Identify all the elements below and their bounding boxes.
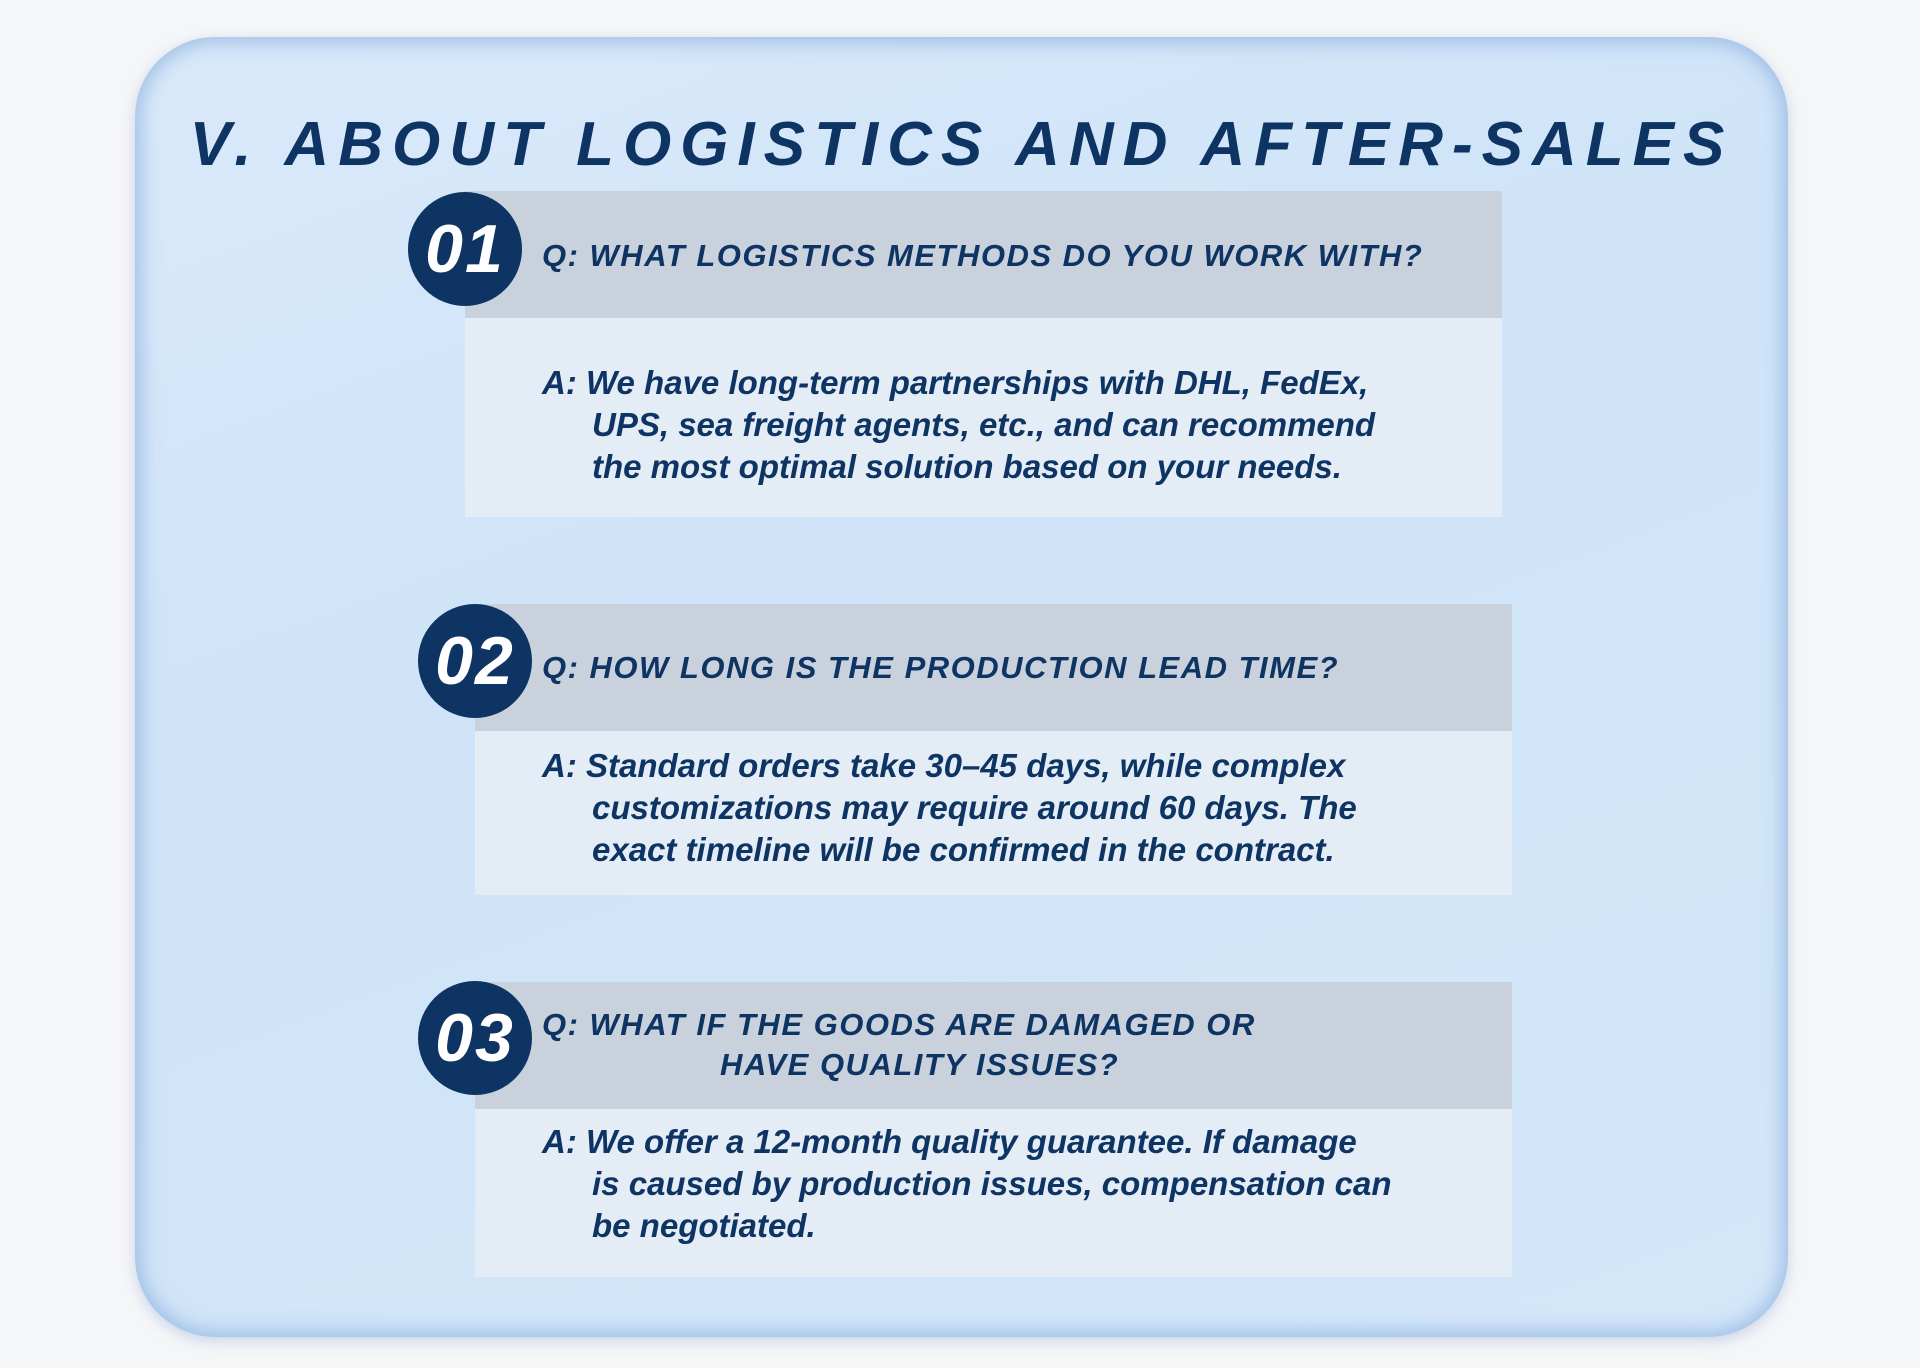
question-bar: Q: WHAT IF THE GOODS ARE DAMAGED OR HAVE… bbox=[475, 982, 1512, 1109]
page-title: V. ABOUT LOGISTICS AND AFTER-SALES bbox=[189, 110, 1734, 179]
answer-line: A: Standard orders take 30–45 days, whil… bbox=[542, 747, 1346, 784]
answer-box: A: We offer a 12-month quality guarantee… bbox=[475, 1109, 1512, 1277]
answer-line: customizations may require around 60 day… bbox=[592, 789, 1357, 826]
faq-item-3: Q: WHAT IF THE GOODS ARE DAMAGED OR HAVE… bbox=[418, 981, 1512, 1277]
answer-text: A: We offer a 12-month quality guarantee… bbox=[542, 1121, 1392, 1247]
question-bar: Q: HOW LONG IS THE PRODUCTION LEAD TIME? bbox=[475, 604, 1512, 731]
answer-text: A: We have long-term partnerships with D… bbox=[542, 362, 1375, 488]
answer-line: A: We offer a 12-month quality guarantee… bbox=[542, 1123, 1357, 1160]
faq-item-2: Q: HOW LONG IS THE PRODUCTION LEAD TIME?… bbox=[418, 604, 1512, 895]
number-badge: 02 bbox=[418, 604, 532, 718]
answer-text: A: Standard orders take 30–45 days, whil… bbox=[542, 745, 1357, 871]
number-badge: 03 bbox=[418, 981, 532, 1095]
answer-line: exact timeline will be confirmed in the … bbox=[592, 831, 1335, 868]
answer-line: is caused by production issues, compensa… bbox=[592, 1165, 1392, 1202]
question-text: Q: WHAT IF THE GOODS ARE DAMAGED OR HAVE… bbox=[542, 1005, 1256, 1085]
question-line: HAVE QUALITY ISSUES? bbox=[720, 1047, 1120, 1082]
faq-item-1: Q: WHAT LOGISTICS METHODS DO YOU WORK WI… bbox=[408, 191, 1502, 517]
answer-line: be negotiated. bbox=[592, 1207, 816, 1244]
answer-box: A: We have long-term partnerships with D… bbox=[465, 318, 1502, 517]
question-text: Q: WHAT LOGISTICS METHODS DO YOU WORK WI… bbox=[542, 238, 1424, 273]
number-badge: 01 bbox=[408, 192, 522, 306]
answer-line: UPS, sea freight agents, etc., and can r… bbox=[592, 406, 1376, 443]
answer-line: the most optimal solution based on your … bbox=[592, 448, 1342, 485]
question-bar: Q: WHAT LOGISTICS METHODS DO YOU WORK WI… bbox=[465, 191, 1502, 318]
question-line: Q: WHAT IF THE GOODS ARE DAMAGED OR bbox=[542, 1007, 1256, 1042]
answer-line: A: We have long-term partnerships with D… bbox=[542, 364, 1369, 401]
question-text: Q: HOW LONG IS THE PRODUCTION LEAD TIME? bbox=[542, 650, 1340, 685]
answer-box: A: Standard orders take 30–45 days, whil… bbox=[475, 731, 1512, 895]
